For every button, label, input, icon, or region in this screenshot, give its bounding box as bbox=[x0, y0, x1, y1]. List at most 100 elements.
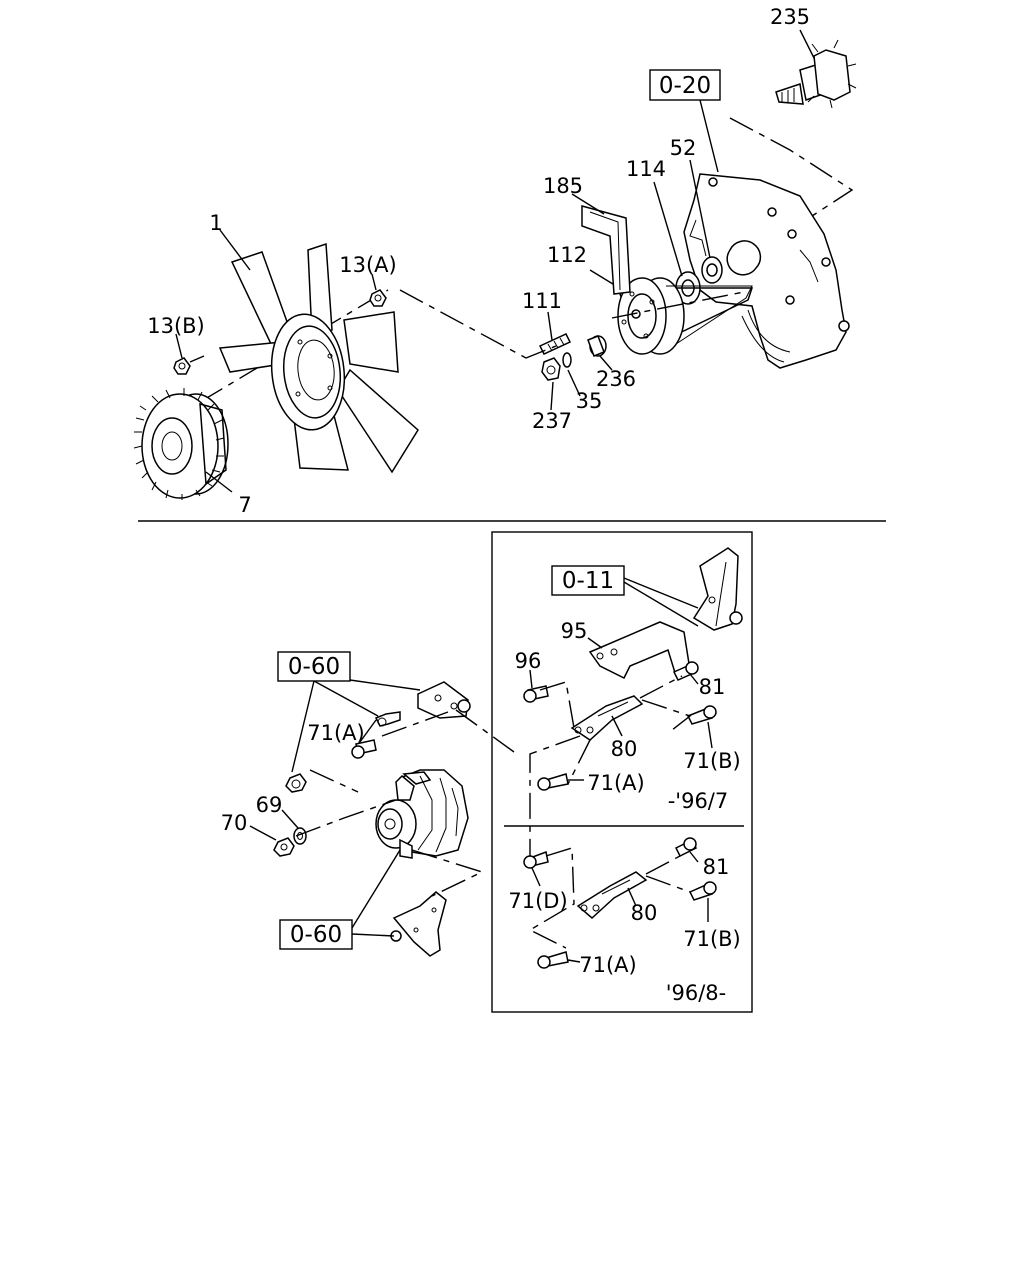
part-236-spacer bbox=[587, 335, 607, 357]
leader-235 bbox=[799, 29, 815, 59]
label-52: 52 bbox=[670, 136, 697, 160]
ref-0-60-bottom-label: 0-60 bbox=[290, 922, 342, 948]
leader-95 bbox=[587, 637, 603, 649]
generator bbox=[375, 769, 469, 859]
part-185-bracket bbox=[581, 205, 631, 295]
label-71b-top: 71(B) bbox=[683, 749, 741, 773]
part-13a-nut bbox=[369, 289, 387, 307]
label-112: 112 bbox=[547, 243, 587, 267]
label-96: 96 bbox=[515, 649, 542, 673]
leader-13b bbox=[175, 333, 183, 359]
part-112-pulley bbox=[616, 277, 754, 355]
bolt-generator-left bbox=[285, 773, 307, 793]
leader-1 bbox=[219, 229, 251, 271]
leader-71a-left bbox=[359, 719, 377, 743]
dash-line-fan-pulley bbox=[399, 289, 745, 359]
bolt-71a-left bbox=[351, 739, 377, 759]
inset-box bbox=[491, 531, 753, 1013]
label-13b: 13(B) bbox=[147, 314, 205, 338]
label-236: 236 bbox=[596, 367, 636, 391]
label-69: 69 bbox=[256, 793, 283, 817]
dash-line-generator-bolt bbox=[295, 769, 397, 837]
ref-0-60-top-label: 0-60 bbox=[288, 654, 340, 680]
label-114: 114 bbox=[626, 157, 666, 181]
part-96-bolt bbox=[523, 685, 549, 703]
label-71d: 71(D) bbox=[508, 889, 567, 913]
label-71a-bottom: 71(A) bbox=[579, 953, 636, 977]
label-237: 237 bbox=[532, 409, 572, 433]
leader-81-top bbox=[689, 673, 699, 685]
leader-236 bbox=[599, 355, 613, 371]
leader-71d bbox=[531, 867, 541, 887]
leader-185 bbox=[571, 193, 605, 215]
label-35: 35 bbox=[576, 389, 603, 413]
leader-96 bbox=[529, 669, 533, 689]
part-81-bolt-bottom bbox=[674, 837, 698, 858]
leader-71b-top bbox=[707, 721, 713, 749]
part-13b-nut bbox=[173, 357, 191, 375]
part-71d-bolt bbox=[523, 850, 549, 869]
part-80-arm-bottom bbox=[576, 871, 648, 920]
part-71b-bolt-top bbox=[686, 705, 717, 725]
leader-13a bbox=[371, 273, 377, 291]
leader-52 bbox=[689, 159, 711, 259]
leader-111 bbox=[547, 311, 553, 341]
label-185: 185 bbox=[543, 174, 583, 198]
label-13a: 13(A) bbox=[339, 253, 396, 277]
dash-lines-inset-top bbox=[529, 675, 692, 856]
label-80-bottom: 80 bbox=[631, 901, 658, 925]
part-237-nut bbox=[541, 357, 561, 381]
part-7-fan-clutch bbox=[133, 388, 229, 500]
leader-81-bottom bbox=[689, 851, 699, 863]
leader-114 bbox=[653, 181, 683, 277]
part-95-bracket bbox=[588, 621, 691, 680]
label-7: 7 bbox=[238, 493, 251, 517]
dash-line-lower-bracket bbox=[411, 849, 484, 897]
dash-line-upper-bracket bbox=[381, 709, 515, 753]
leader-80-top bbox=[611, 715, 623, 737]
part-70-nut bbox=[273, 837, 295, 857]
part-81-bolt-top bbox=[672, 661, 699, 681]
label-235: 235 bbox=[770, 5, 810, 29]
part-235-shaft bbox=[775, 39, 857, 109]
leader-69 bbox=[281, 809, 299, 829]
part-35-washer bbox=[562, 352, 572, 368]
part-71b-bolt-bottom bbox=[688, 881, 717, 901]
dash-line-235 bbox=[729, 117, 854, 217]
part-71a-bolt-top bbox=[537, 773, 569, 791]
label-1: 1 bbox=[209, 211, 222, 235]
label-81-bottom: 81 bbox=[703, 855, 730, 879]
generator-lower-bracket bbox=[390, 891, 447, 957]
note-upto-96-7: -'96/7 bbox=[668, 789, 729, 813]
leader-13b-tail bbox=[189, 355, 205, 363]
ref-0-11-label: 0-11 bbox=[562, 568, 614, 594]
note-from-96-8: '96/8- bbox=[666, 981, 727, 1005]
label-111: 111 bbox=[522, 289, 562, 313]
label-71b-bottom: 71(B) bbox=[683, 927, 741, 951]
leader-71a-bottom bbox=[567, 959, 581, 963]
part-52-collar bbox=[701, 256, 723, 284]
label-71a-left: 71(A) bbox=[307, 721, 364, 745]
part-1-fan bbox=[218, 242, 419, 474]
part-69-washer bbox=[293, 827, 307, 845]
inset-mount-bracket bbox=[692, 547, 743, 631]
label-71a-top: 71(A) bbox=[587, 771, 644, 795]
ref-box-0-20: 0-20 bbox=[649, 69, 721, 173]
dash-lines-inset-bottom bbox=[528, 847, 691, 949]
leader-80-bottom bbox=[627, 887, 637, 907]
part-80-arm-top bbox=[570, 695, 644, 741]
generator-upper-bracket bbox=[417, 681, 471, 719]
timing-case bbox=[683, 173, 850, 369]
label-70: 70 bbox=[221, 811, 248, 835]
leader-7 bbox=[205, 471, 233, 493]
ref-box-0-60-bottom: 0-60 bbox=[279, 849, 401, 950]
leader-35 bbox=[567, 369, 581, 397]
leader-70 bbox=[249, 825, 277, 841]
label-80-top: 80 bbox=[611, 737, 638, 761]
part-71a-bolt-bottom bbox=[537, 951, 569, 969]
ref-box-0-11: 0-11 bbox=[551, 565, 699, 627]
bolt-upper-bracket bbox=[374, 711, 401, 727]
label-81-top: 81 bbox=[699, 675, 726, 699]
leader-237 bbox=[550, 381, 554, 411]
